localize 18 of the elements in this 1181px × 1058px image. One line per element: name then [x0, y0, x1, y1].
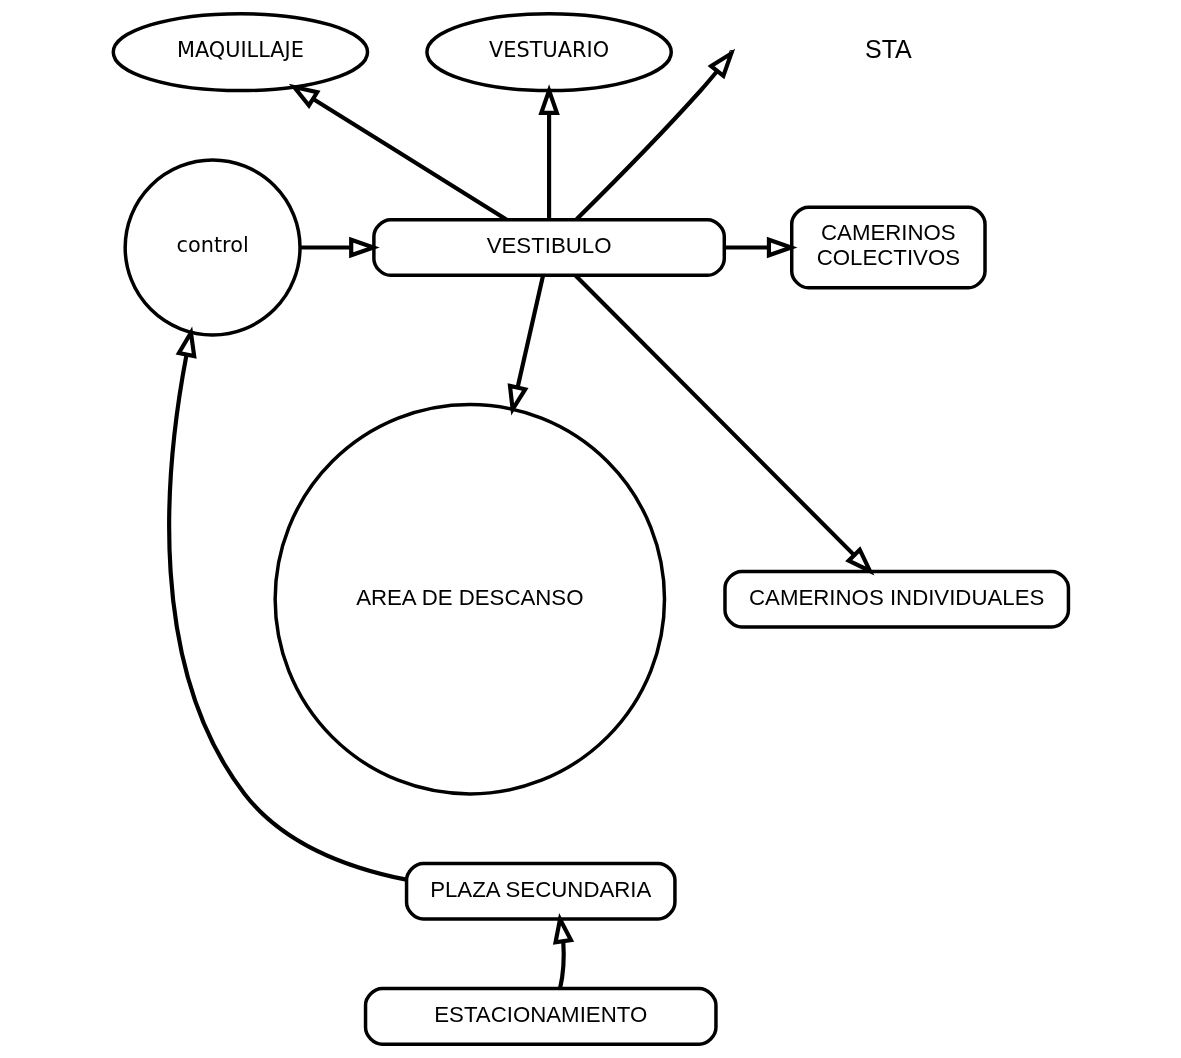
arrow — [288, 83, 507, 222]
arrow — [507, 275, 545, 416]
arrow — [724, 236, 797, 259]
node-box: PLAZA SECUNDARIA — [404, 861, 677, 921]
node-circle: AREA DE DESCANSO — [272, 402, 666, 796]
arrow — [537, 84, 560, 220]
node-box: CAMERINOS INDIVIDUALES — [722, 569, 1070, 629]
arrow — [552, 912, 574, 989]
node-box: CAMERINOS COLECTIVOS — [789, 205, 987, 290]
arrow — [166, 326, 407, 882]
node-box: ESTACIONAMIENTO — [363, 986, 718, 1046]
node-ellipse: MAQUILLAJE — [111, 11, 369, 93]
node-circle: control — [122, 158, 302, 337]
arrow — [300, 236, 380, 259]
arrow — [573, 274, 874, 576]
label: STA — [864, 35, 912, 64]
node-box: VESTIBULO — [371, 217, 726, 278]
node-ellipse: VESTUARIO — [424, 11, 673, 93]
